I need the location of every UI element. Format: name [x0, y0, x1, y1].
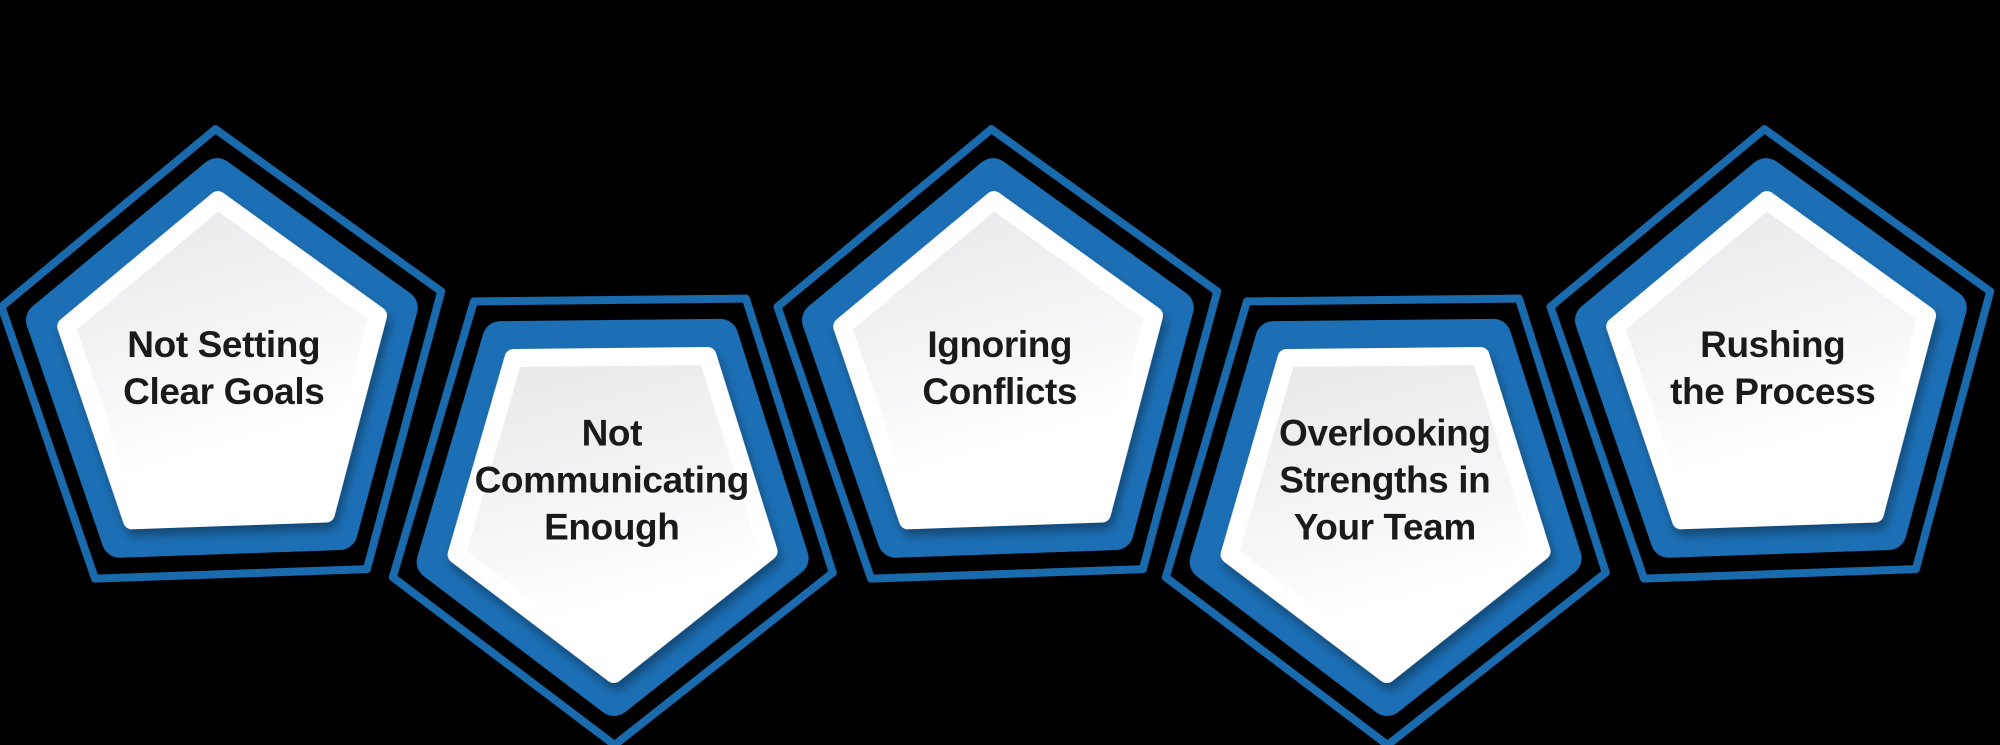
label-line-1: Rushing [1700, 324, 1846, 366]
pentagon-shape [1546, 125, 1995, 583]
label-line-2: Conflicts [922, 371, 1078, 413]
label-line-1: Not [581, 412, 643, 454]
pentagon-not-communicating-enough: Not Communicating Enough [359, 246, 864, 745]
label-line-1: Not Setting [127, 324, 321, 366]
label-line-2: Clear Goals [123, 371, 325, 413]
label-line-2: the Process [1670, 371, 1876, 413]
pentagon-face [57, 191, 388, 530]
pentagon-shape [773, 125, 1222, 583]
pentagon-label: Rushing the Process [1670, 321, 1875, 415]
pentagon-face [1606, 191, 1937, 530]
pentagon-label: Ignoring Conflicts [922, 321, 1077, 415]
pentagon-face [447, 346, 778, 683]
pentagon-outline [1546, 125, 1995, 583]
pentagon-overlooking-strengths-in-your-team: Overlooking Strengths in Your Team [1132, 246, 1637, 745]
pentagon-ignoring-conflicts: Ignoring Conflicts [741, 116, 1258, 633]
label-line-3: Your Team [1293, 506, 1476, 548]
pentagon-label: Not Setting Clear Goals [123, 321, 324, 415]
pentagon-shape [1161, 294, 1610, 745]
pentagon-outline [0, 125, 446, 583]
pentagon-not-setting-clear-goals: Not Setting Clear Goals [0, 116, 483, 633]
label-line-1: Overlooking [1279, 412, 1491, 454]
pentagon-outline [773, 125, 1222, 583]
label-line-1: Ignoring [927, 324, 1073, 366]
pentagon-outline [1161, 294, 1610, 745]
pentagon-shape [0, 125, 446, 583]
pentagon-face [1220, 346, 1551, 683]
label-line-2: Communicating [474, 459, 749, 501]
pentagon-rushing-the-process: Rushing the Process [1514, 116, 2000, 633]
pentagon-label: Overlooking Strengths in Your Team [1279, 410, 1490, 551]
pentagon-face [833, 191, 1164, 530]
pentagon-shape [388, 294, 837, 745]
pentagon-outline [388, 294, 837, 745]
pentagon-label: Not Communicating Enough [475, 410, 749, 551]
label-line-3: Enough [544, 506, 680, 548]
label-line-2: Strengths in [1279, 459, 1491, 501]
